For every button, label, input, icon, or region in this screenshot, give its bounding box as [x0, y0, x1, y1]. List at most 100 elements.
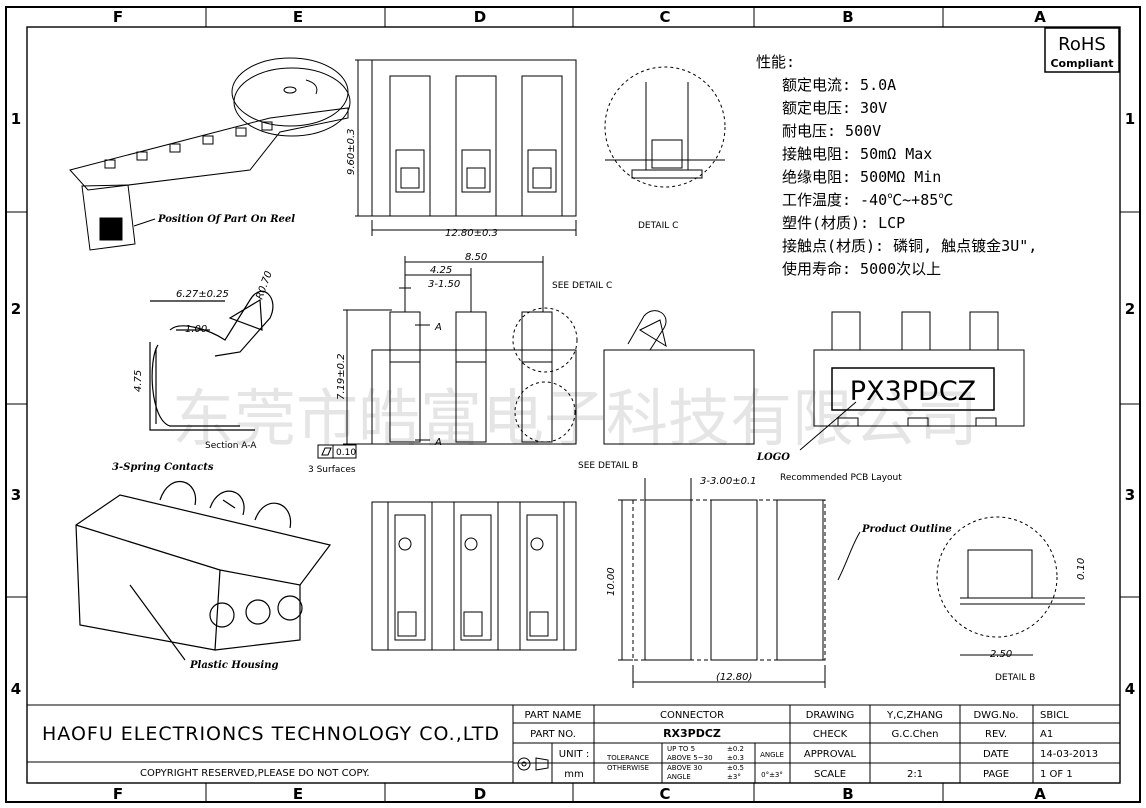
part-marking: PX3PDCZ — [850, 376, 976, 407]
zone-col-b-top: B — [842, 8, 853, 26]
dim-pitch: 4.25 — [430, 265, 452, 276]
dim-three-x: 3-1.50 — [428, 279, 460, 290]
zone-col-d-top: D — [474, 8, 486, 26]
dim-sec-off: 1.00 — [185, 324, 207, 335]
dim-top-height: 9.60±0.3 — [346, 128, 357, 175]
zone-col-f-bottom: F — [113, 785, 123, 803]
flatness-value: 0.10 — [336, 448, 356, 458]
housing-3d-view — [75, 481, 332, 661]
projection-symbol — [517, 757, 549, 771]
part-no: RX3PDCZ — [663, 727, 721, 740]
spec-line: 使用寿命: 5000次以上 — [782, 260, 941, 278]
plastic-housing-label: Plastic Housing — [189, 660, 279, 671]
dim-pcb-h: 10.00 — [606, 567, 617, 596]
detail-c-view — [604, 66, 726, 188]
dim-side-height: 7.19±0.2 — [336, 353, 347, 400]
zone-col-a-top: A — [1034, 8, 1046, 26]
dim-det-b-w: 2.50 — [990, 649, 1012, 660]
recommended-pcb-label: Recommended PCB Layout — [780, 473, 902, 483]
bottom-view — [371, 501, 577, 651]
zone-row-1-left: 1 — [11, 110, 21, 128]
detail-c-label: DETAIL C — [638, 221, 678, 231]
rev-value: A1 — [1040, 729, 1053, 740]
zone-col-f-top: F — [113, 8, 123, 26]
section-aa-label: Section A-A — [205, 441, 257, 451]
dwg-label: DWG.No. — [973, 710, 1018, 721]
rev-label: REV. — [985, 729, 1007, 740]
zone-row-3-right: 3 — [1125, 486, 1135, 504]
spec-line: 塑件(材质): LCP — [782, 214, 905, 232]
watermark: 东莞市皓富电子科技有限公司 — [172, 382, 978, 455]
flatness-symbol: 0.10 — [317, 444, 357, 459]
angle-label: ANGLE — [760, 751, 784, 759]
scale-label: SCALE — [814, 769, 846, 780]
unit-value: mm — [564, 769, 583, 780]
spec-line: 额定电压: 30V — [782, 99, 887, 117]
zone-col-a-bottom: A — [1034, 785, 1046, 803]
zone-row-4-right: 4 — [1125, 680, 1135, 698]
tol-row: ABOVE 30 — [667, 764, 702, 772]
date-value: 14-03-2013 — [1040, 749, 1098, 760]
tol-row: ±3° — [727, 773, 741, 781]
performance-specs: 性能: 额定电流: 5.0A 额定电压: 30V 耐电压: 500V 接触电阻:… — [756, 53, 1037, 278]
zone-row-2-left: 2 — [11, 300, 21, 318]
unit-label: UNIT : — [559, 749, 589, 760]
dim-top-width: 12.80±0.3 — [445, 228, 498, 239]
spec-line: 接触点(材质): 磷铜, 触点镀金3U", — [782, 237, 1037, 255]
front-view — [343, 256, 578, 445]
dim-det-b-h: 0.10 — [1076, 558, 1087, 580]
dim-sec-h: 4.75 — [133, 370, 144, 392]
top-view — [355, 59, 577, 236]
tol-row: ±0.2 — [727, 745, 744, 753]
tol-row: ±0.5 — [727, 764, 744, 772]
tol-row: ±0.3 — [727, 754, 744, 762]
reel-drawing — [69, 57, 351, 251]
part-name-label: PART NAME — [524, 710, 581, 721]
side-view — [603, 310, 755, 445]
tol-row: ANGLE — [667, 773, 691, 781]
zone-row-4-left: 4 — [11, 680, 21, 698]
detail-b-label: DETAIL B — [995, 673, 1035, 683]
angle-value: 0°±3° — [761, 771, 783, 779]
zone-col-e-bottom: E — [293, 785, 303, 803]
check-value: G.C.Chen — [892, 729, 939, 740]
zone-row-2-right: 2 — [1125, 300, 1135, 318]
part-no-label: PART NO. — [530, 729, 576, 740]
scale-value: 2:1 — [907, 769, 923, 780]
logo-label: LOGO — [756, 452, 790, 463]
spec-line: 接触电阻: 50mΩ Max — [782, 145, 932, 163]
date-label: DATE — [983, 749, 1009, 760]
company-name: HAOFU ELECTRIONCS TECHNOLOGY CO.,LTD — [42, 723, 500, 745]
page-value: 1 OF 1 — [1040, 769, 1073, 780]
section-a-bottom-label: A — [434, 437, 442, 448]
position-on-reel-label: Position Of Part On Reel — [157, 214, 295, 225]
tol-row: UP TO 5 — [667, 745, 695, 753]
drawing-value: Y,C,ZHANG — [886, 710, 943, 721]
see-detail-c-label: SEE DETAIL C — [552, 281, 612, 291]
zone-col-d-bottom: D — [474, 785, 486, 803]
spec-line: 耐电压: 500V — [782, 122, 881, 140]
check-label: CHECK — [813, 729, 848, 740]
specs-heading: 性能: — [756, 53, 795, 71]
zone-col-c-top: C — [659, 8, 670, 26]
section-a-top-label: A — [434, 322, 442, 333]
pcb-layout-view — [618, 478, 861, 688]
marked-front-view — [799, 311, 1025, 451]
rohs-title: RoHS — [1058, 34, 1106, 55]
tolerance-label-2: OTHERWISE — [607, 764, 649, 772]
three-surfaces-label: 3 Surfaces — [308, 465, 356, 475]
dim-pitch-total: 8.50 — [465, 252, 487, 263]
dim-pcb-w: (12.80) — [716, 672, 752, 683]
dwg-value: SBICL — [1040, 710, 1069, 721]
see-detail-b-label: SEE DETAIL B — [578, 461, 638, 471]
zone-col-c-bottom: C — [659, 785, 670, 803]
rohs-subtitle: Compliant — [1050, 57, 1113, 70]
drawing-label: DRAWING — [806, 710, 855, 721]
dim-sec-r: R0.70 — [254, 270, 274, 301]
dim-pcb-pad: 3-3.00±0.1 — [700, 476, 757, 487]
spring-contacts-label: 3-Spring Contacts — [112, 462, 214, 473]
product-outline-label: Product Outline — [861, 524, 952, 535]
approval-label: APPROVAL — [804, 749, 857, 760]
zone-col-e-top: E — [293, 8, 303, 26]
